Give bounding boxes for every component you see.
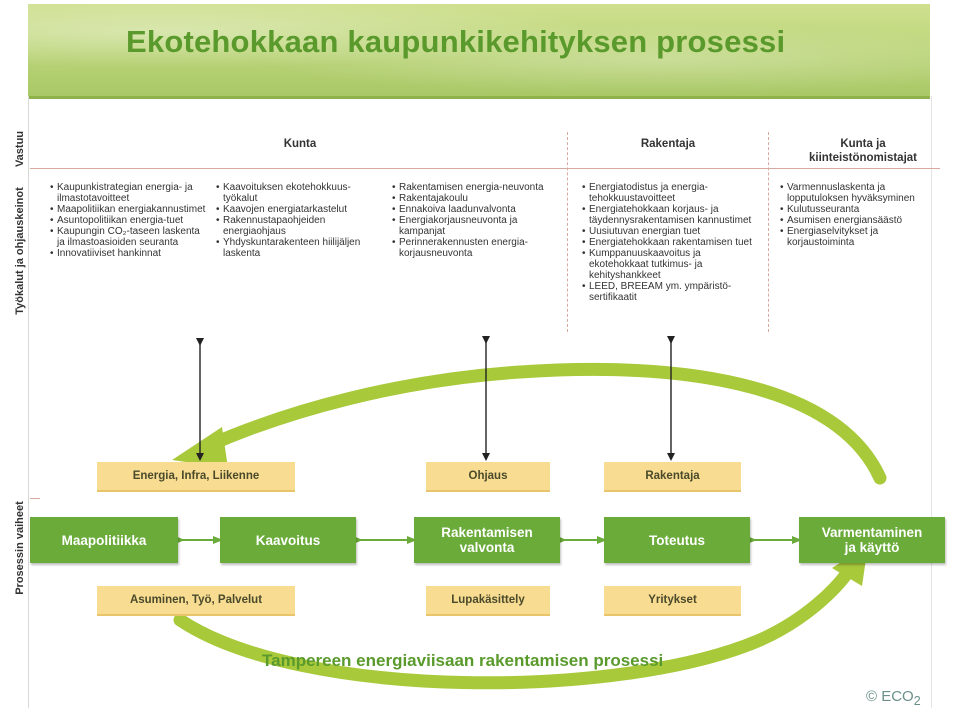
phase-varmentaminen: Varmentaminen ja käyttö	[799, 517, 945, 563]
phase-varmentaminen-line1: Varmentaminen	[821, 525, 923, 540]
feedback-arrow-body	[203, 362, 887, 485]
list-item: Varmennuslaskenta ja lopputuloksen hyväk…	[780, 182, 930, 204]
list-item: Kaupunkistrategian energia- ja ilmastota…	[50, 182, 210, 204]
list-item: Ennakoiva laadunvalvonta	[392, 204, 552, 215]
list-item: Rakentajakoulu	[392, 193, 552, 204]
tools-column-1: Kaupunkistrategian energia- ja ilmastota…	[50, 182, 210, 259]
list-item: Energiaselvitykset ja korjaustoiminta	[780, 226, 930, 248]
list-item: Innovatiiviset hankinnat	[50, 248, 210, 259]
list-item: LEED, BREEAM ym. ympäristö-sertifikaatit	[582, 281, 757, 303]
list-item: Energiatehokkaan korjaus- ja täydennysra…	[582, 204, 757, 226]
tools-column-5: Varmennuslaskenta ja lopputuloksen hyväk…	[780, 182, 930, 248]
list-item: Uusiutuvan energian tuet	[582, 226, 757, 237]
header-kunta-owners: Kunta ja kiinteistönomistajat	[778, 137, 948, 165]
list-item: Asumisen energiansäästö	[780, 215, 930, 226]
box-energia-infra: Energia, Infra, Liikenne	[97, 462, 295, 492]
copyright-text: © ECO	[866, 688, 914, 705]
phase-rakentamisen-line2: valvonta	[459, 540, 515, 555]
list-item: Kulutusseuranta	[780, 204, 930, 215]
box-yritykset: Yritykset	[604, 586, 741, 616]
title-banner	[28, 4, 930, 99]
page-title: Ekotehokkaan kaupunkikehityksen prosessi	[126, 24, 786, 59]
list-item: Perinnerakennusten energia-korjausneuvon…	[392, 237, 552, 259]
copyright: © ECO2	[866, 688, 921, 708]
copyright-sub: 2	[913, 694, 921, 708]
phases-divider	[30, 498, 40, 499]
list-item: Yhdyskuntarakenteen hiilijäljen laskenta	[216, 237, 381, 259]
tools-column-2: Kaavoituksen ekotehokkuus-työkalut Kaavo…	[216, 182, 381, 259]
box-ohjaus: Ohjaus	[426, 462, 550, 492]
box-rakentaja: Rakentaja	[604, 462, 741, 492]
header-kunta-owners-line2: kiinteistönomistajat	[809, 152, 917, 164]
list-item: Kaavojen energiatarkastelut	[216, 204, 381, 215]
list-item: Energiatodistus ja energia-tehokkuustavo…	[582, 182, 757, 204]
process-caption: Tampereen energiaviisaan rakentamisen pr…	[262, 651, 664, 670]
list-item: Rakennustapaohjeiden energiaohjaus	[216, 215, 381, 237]
list-item: Kaavoituksen ekotehokkuus-työkalut	[216, 182, 381, 204]
header-divider	[30, 168, 940, 169]
box-lupakasittely: Lupakäsittely	[426, 586, 550, 616]
list-item: Asuntopolitiikan energia-tuet	[50, 215, 210, 226]
tools-column-3: Rakentamisen energia-neuvonta Rakentajak…	[392, 182, 552, 259]
list-item: Rakentamisen energia-neuvonta	[392, 182, 552, 193]
phase-varmentaminen-line2: ja käyttö	[844, 540, 900, 555]
list-item: Energiatehokkaan rakentamisen tuet	[582, 237, 757, 248]
frame	[28, 96, 932, 708]
divider-1	[567, 132, 568, 332]
header-kunta-owners-line1: Kunta ja	[840, 138, 886, 150]
header-rakentaja: Rakentaja	[640, 138, 696, 150]
phase-rakentamisen-line1: Rakentamisen	[441, 525, 533, 540]
list-item: Maapolitiikan energiakannustimet	[50, 204, 210, 215]
flow-arrow-body	[173, 565, 855, 690]
phase-toteutus: Toteutus	[604, 517, 750, 563]
box-asuminen: Asuminen, Työ, Palvelut	[97, 586, 295, 616]
list-item: Kaupungin CO₂-taseen laskenta ja ilmasto…	[50, 226, 210, 248]
phase-maapolitiikka: Maapolitiikka	[30, 517, 178, 563]
tools-column-4: Energiatodistus ja energia-tehokkuustavo…	[582, 182, 757, 303]
header-kunta: Kunta	[283, 138, 317, 150]
divider-2	[768, 132, 769, 332]
phase-kaavoitus: Kaavoitus	[220, 517, 356, 563]
list-item: Kumppanuuskaavoitus ja ekotehokkaat tutk…	[582, 248, 757, 281]
list-item: Energiakorjausneuvonta ja kampanjat	[392, 215, 552, 237]
phase-rakentamisen-valvonta: Rakentamisen valvonta	[414, 517, 560, 563]
